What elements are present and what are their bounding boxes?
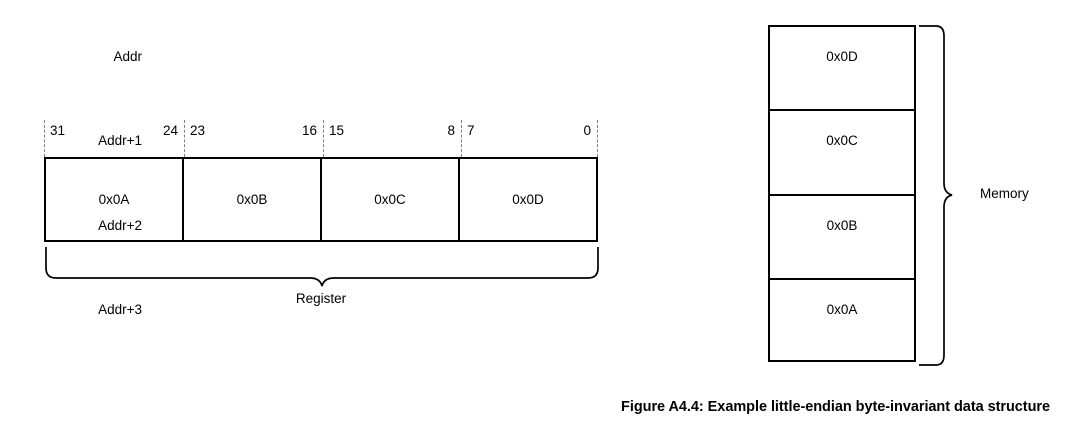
register-byte-cell: 0x0A — [46, 159, 184, 240]
memory-cell-value: 0x0A — [826, 301, 858, 317]
figure-caption: Figure A4.4: Example little-endian byte-… — [621, 399, 1050, 415]
bit-label-high: 7 — [467, 123, 475, 138]
bit-label-low: 24 — [162, 123, 178, 138]
memory-box: Addr 0x0D Addr+1 0x0C Addr+2 0x0B Addr+3… — [98, 25, 916, 364]
memory-cell: Addr+3 0x0A — [98, 280, 914, 364]
memory-cell-value: 0x0B — [826, 217, 858, 233]
register-byte-value: 0x0A — [98, 192, 130, 207]
bit-tick-mark — [323, 120, 324, 157]
bit-tick-mark — [461, 120, 462, 157]
memory-address-label: Addr+2 — [98, 217, 142, 233]
bit-label-low: 16 — [301, 123, 317, 138]
register-brace — [45, 247, 599, 287]
memory-address-label: Addr+3 — [98, 301, 142, 317]
register-byte-value: 0x0C — [374, 192, 406, 207]
memory-cell: Addr+2 0x0B — [98, 196, 914, 280]
register-byte-cell: 0x0D — [460, 159, 596, 240]
register-label: Register — [295, 291, 347, 306]
bit-label-high: 15 — [329, 123, 345, 138]
memory-cell-value: 0x0C — [826, 133, 858, 149]
bit-tick-mark — [44, 120, 45, 157]
register-box: 0x0A 0x0B 0x0C 0x0D — [44, 157, 598, 242]
bit-label-low: 0 — [583, 123, 591, 138]
register-byte-cell: 0x0B — [184, 159, 322, 240]
memory-brace — [919, 25, 953, 366]
memory-cell: Addr 0x0D — [113, 27, 914, 112]
memory-label: Memory — [980, 186, 1029, 201]
memory-address-label: Addr — [113, 49, 142, 64]
memory-cell-value: 0x0D — [826, 49, 858, 64]
bit-label-high: 23 — [190, 123, 206, 138]
memory-address-label: Addr+1 — [98, 133, 142, 149]
memory-cell: Addr+1 0x0C — [98, 111, 914, 196]
register-byte-value: 0x0B — [236, 192, 268, 207]
bit-tick-mark — [597, 120, 598, 157]
register-bit-scale: 31 24 23 16 15 8 7 0 — [44, 120, 598, 157]
register-byte-value: 0x0D — [512, 192, 544, 207]
bit-tick-mark — [184, 120, 185, 157]
bit-label-low: 8 — [447, 123, 455, 138]
register-byte-cell: 0x0C — [322, 159, 460, 240]
bit-label-high: 31 — [50, 123, 66, 138]
